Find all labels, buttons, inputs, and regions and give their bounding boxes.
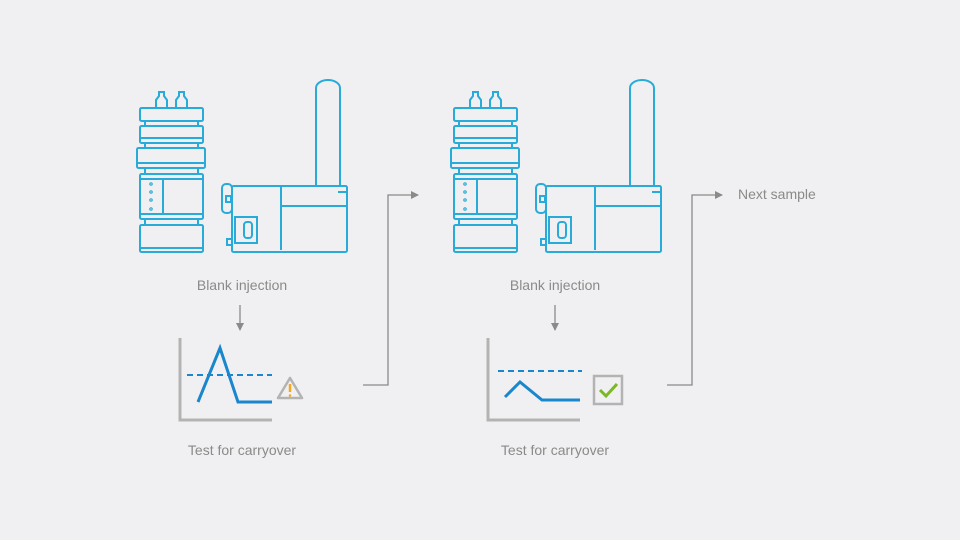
check-icon	[592, 374, 624, 406]
blank-injection-label-1: Blank injection	[196, 277, 288, 293]
connector-arrow-1	[363, 191, 419, 386]
warning-icon	[276, 376, 304, 400]
chart-axis	[178, 338, 272, 422]
carryover-chart-fail	[178, 338, 272, 422]
lc-instrument-2	[450, 79, 662, 253]
blank-injection-label-2: Blank injection	[509, 277, 601, 293]
test-carryover-label-2: Test for carryover	[500, 442, 610, 458]
next-sample-label: Next sample	[738, 186, 816, 202]
connector-arrow-2	[667, 191, 723, 386]
signal-peak	[196, 343, 272, 404]
chart-axis	[486, 338, 580, 422]
carryover-chart-pass	[486, 338, 582, 422]
lc-instrument-1	[136, 79, 348, 253]
signal-low	[503, 379, 580, 402]
test-carryover-label-1: Test for carryover	[187, 442, 297, 458]
